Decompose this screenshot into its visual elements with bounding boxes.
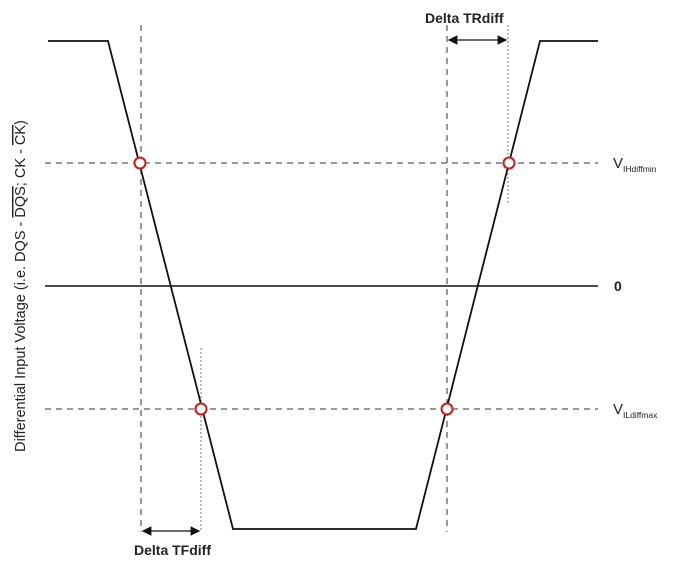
y-axis-label-prefix: Differential Input Voltage (i.e. DQS -: [13, 218, 29, 452]
y-axis-label-ck-bar: CK: [13, 125, 29, 145]
delta-fall-label: Delta TFdiff: [134, 542, 211, 558]
vil-level-label: VILdiffmax: [613, 401, 658, 420]
vih-subscript: IHdiffmin: [623, 164, 657, 174]
crossing-marker-rise-vih: [502, 156, 516, 170]
vil-subscript: ILdiffmax: [623, 410, 658, 420]
y-axis-label-dqs-bar: DQS: [13, 186, 29, 217]
y-axis-label: Differential Input Voltage (i.e. DQS - D…: [13, 120, 29, 452]
y-axis-label-suffix: ): [13, 120, 29, 125]
crossing-marker-fall-vil: [194, 402, 208, 416]
vih-main: V: [613, 155, 623, 172]
y-axis-label-middle: ; CK -: [13, 145, 29, 186]
vil-main: V: [613, 401, 623, 418]
signal-waveform: [48, 40, 598, 530]
vih-level-label: VIHdiffmin: [613, 155, 657, 174]
delta-rise-label: Delta TRdiff: [425, 10, 504, 26]
crossing-marker-fall-vih: [133, 156, 147, 170]
crossing-marker-rise-vil: [440, 402, 454, 416]
zero-level-label: 0: [614, 278, 622, 294]
